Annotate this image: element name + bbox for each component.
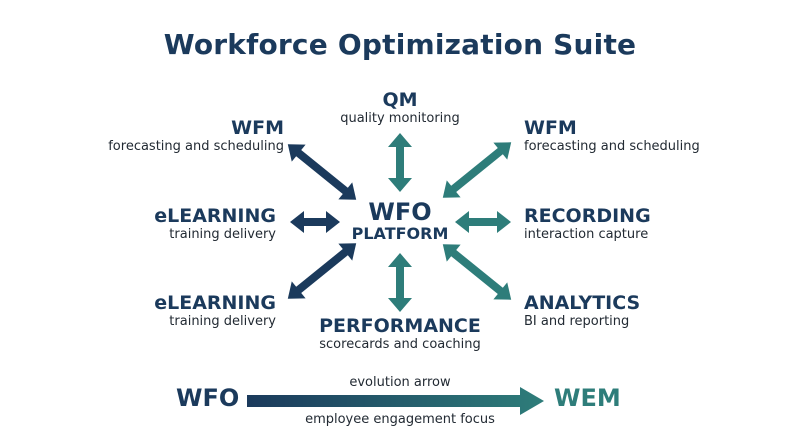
node-analytics-sub: BI and reporting: [524, 313, 630, 329]
arrow-performance: [388, 253, 412, 312]
node-qm-sub: quality monitoring: [340, 110, 460, 126]
arrow-qm: [388, 133, 412, 192]
arrow-recording: [455, 211, 511, 233]
evolution-bottom-label: employee engagement focus: [305, 412, 495, 427]
node-performance: PERFORMANCE scorecards and coaching: [280, 315, 520, 353]
node-elearning-bottom-name: eLEARNING: [154, 292, 276, 314]
node-elearning-top-sub: training delivery: [169, 226, 276, 242]
node-performance-sub: scorecards and coaching: [319, 336, 481, 352]
arrow-wfm-left: [287, 144, 357, 200]
arrow-elearning-top: [290, 211, 340, 233]
node-wfm-left-sub: forecasting and scheduling: [108, 138, 284, 154]
node-qm: QM quality monitoring: [300, 89, 500, 127]
node-elearning-top: eLEARNING training delivery: [90, 205, 276, 243]
node-performance-name: PERFORMANCE: [319, 315, 481, 337]
arrow-wfm-right: [442, 142, 512, 198]
evolution-arrow: [247, 387, 544, 415]
node-recording-sub: interaction capture: [524, 226, 649, 242]
node-wfm-right: WFM forecasting and scheduling: [524, 117, 754, 155]
wfo-platform-hub: WFO PLATFORM: [340, 200, 460, 243]
evolution-top-label: evolution arrow: [349, 375, 451, 390]
node-analytics-name: ANALYTICS: [524, 292, 641, 314]
hub-line2: PLATFORM: [351, 224, 449, 243]
node-elearning-bottom: eLEARNING training delivery: [90, 292, 276, 330]
arrow-elearning-bottom: [287, 243, 357, 299]
node-elearning-top-name: eLEARNING: [154, 205, 276, 227]
node-analytics: ANALYTICS BI and reporting: [524, 292, 724, 330]
node-wfm-right-sub: forecasting and scheduling: [524, 138, 700, 154]
evolution-to: WEM: [554, 384, 621, 412]
node-recording: RECORDING interaction capture: [524, 205, 724, 243]
node-elearning-bottom-sub: training delivery: [169, 313, 276, 329]
evolution-from: WFO: [176, 384, 240, 412]
node-qm-name: QM: [382, 89, 418, 111]
arrow-analytics: [442, 244, 512, 300]
node-wfm-right-name: WFM: [524, 117, 577, 139]
node-wfm-left: WFM forecasting and scheduling: [60, 117, 284, 155]
node-wfm-left-name: WFM: [231, 117, 284, 139]
node-recording-name: RECORDING: [524, 205, 651, 227]
hub-line1: WFO: [368, 198, 432, 226]
diagram-title: Workforce Optimization Suite: [163, 28, 637, 61]
